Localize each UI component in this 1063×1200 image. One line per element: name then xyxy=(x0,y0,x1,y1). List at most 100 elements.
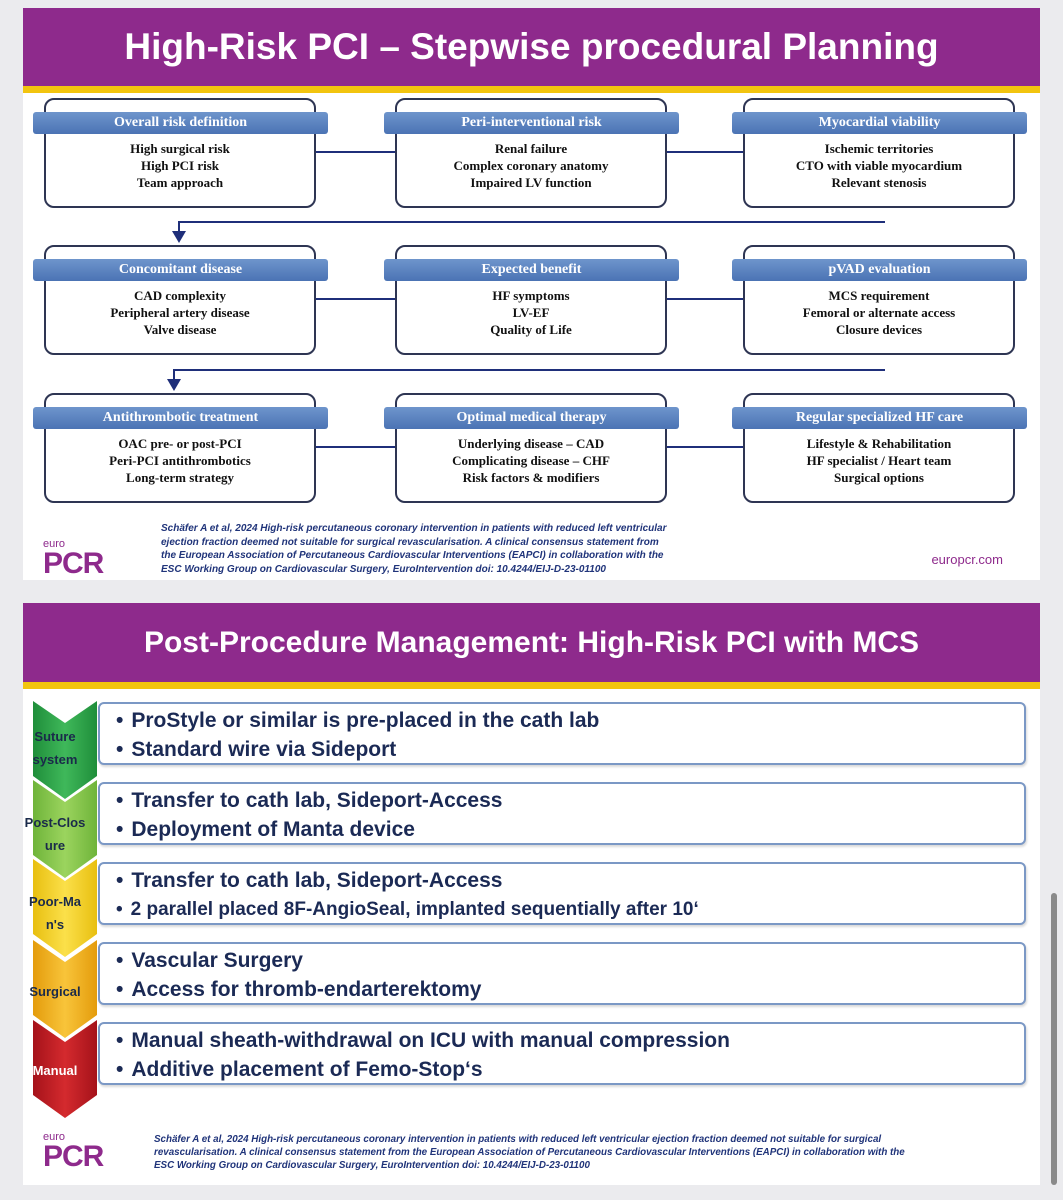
box-line: Closure devices xyxy=(835,322,923,337)
row-label: Poor-Ma n's xyxy=(23,890,87,936)
citation-line: revascularisation. A clinical consensus … xyxy=(154,1147,905,1158)
row-label: Surgical xyxy=(23,980,87,1003)
arrow-down-icon xyxy=(167,379,181,391)
website-link[interactable]: europcr.com xyxy=(931,552,1003,567)
connector-line xyxy=(173,369,885,371)
row-label-line: Poor-Ma xyxy=(29,894,81,909)
bullet-item: ProStyle or similar is pre-placed in the… xyxy=(116,706,1024,735)
bullet-item: Vascular Surgery xyxy=(116,946,1024,975)
row-box: Transfer to cath lab, Sideport-Access 2 … xyxy=(98,862,1026,925)
scrollbar-thumb[interactable] xyxy=(1051,893,1057,1185)
box-lines: Lifestyle & Rehabilitation HF specialist… xyxy=(743,435,1015,486)
chevron-post-closure xyxy=(33,780,97,878)
box-lines: CAD complexity Peripheral artery disease… xyxy=(44,287,316,338)
row-label: Manual xyxy=(23,1059,87,1082)
row-label-line: ure xyxy=(44,838,66,853)
row-label-line: Suture xyxy=(34,729,76,744)
box-header: Antithrombotic treatment xyxy=(33,407,328,429)
box-line: Renal failure xyxy=(494,141,568,156)
row-label: Post-Clos ure xyxy=(23,811,87,857)
box-line: High PCI risk xyxy=(140,158,219,173)
box-line: CTO with viable myocardium xyxy=(795,158,963,173)
box-line: MCS requirement xyxy=(828,288,930,303)
planning-slide: High-Risk PCI – Stepwise procedural Plan… xyxy=(23,8,1040,580)
connector-line xyxy=(314,446,397,448)
bullet-item: Additive placement of Femo-Stop‘s xyxy=(116,1055,1024,1084)
box-line: Valve disease xyxy=(143,322,217,337)
box-header: Expected benefit xyxy=(384,259,679,281)
citation-line: Schäfer A et al, 2024 High-risk percutan… xyxy=(161,523,667,534)
planning-box: Overall risk definition High surgical ri… xyxy=(33,98,328,208)
connector-line xyxy=(665,151,745,153)
row-label-line: Surgical xyxy=(29,984,81,999)
box-header: Optimal medical therapy xyxy=(384,407,679,429)
box-line: Complicating disease – CHF xyxy=(452,453,610,468)
connector-line xyxy=(178,221,885,223)
row-box: Manual sheath-withdrawal on ICU with man… xyxy=(98,1022,1026,1085)
box-line: CAD complexity xyxy=(133,288,227,303)
box-line: Team approach xyxy=(136,175,224,190)
row-label-line: Post-Clos xyxy=(24,815,86,830)
chevron-manual xyxy=(33,1020,97,1118)
box-line: HF symptoms xyxy=(492,288,570,303)
post-procedure-title: Post-Procedure Management: High-Risk PCI… xyxy=(23,603,1040,689)
box-header: Myocardial viability xyxy=(732,112,1027,134)
connector-line xyxy=(178,221,180,233)
chevron-poor-mans xyxy=(33,859,97,957)
box-line: Impaired LV function xyxy=(470,175,592,190)
arrow-down-icon xyxy=(172,231,186,243)
chevron-surgical xyxy=(33,940,97,1038)
box-line: High surgical risk xyxy=(130,141,230,156)
bullet-item: Manual sheath-withdrawal on ICU with man… xyxy=(116,1026,1024,1055)
planning-box: Antithrombotic treatment OAC pre- or pos… xyxy=(33,393,328,503)
planning-box: pVAD evaluation MCS requirement Femoral … xyxy=(732,245,1027,355)
box-lines: Underlying disease – CAD Complicating di… xyxy=(395,435,667,486)
box-header: Peri-interventional risk xyxy=(384,112,679,134)
box-line: Complex coronary anatomy xyxy=(453,158,609,173)
box-line: Relevant stenosis xyxy=(831,175,927,190)
planning-title: High-Risk PCI – Stepwise procedural Plan… xyxy=(23,8,1040,93)
europcr-logo: euro PCR xyxy=(43,538,104,580)
box-header: Regular specialized HF care xyxy=(732,407,1027,429)
bullet-item: Standard wire via Sideport xyxy=(116,735,1024,764)
post-procedure-slide: Post-Procedure Management: High-Risk PCI… xyxy=(23,603,1040,1185)
box-lines: HF symptoms LV-EF Quality of Life xyxy=(395,287,667,338)
connector-line xyxy=(314,151,397,153)
box-line: Peri-PCI antithrombotics xyxy=(109,453,251,468)
planning-box: Myocardial viability Ischemic territorie… xyxy=(732,98,1027,208)
planning-box: Expected benefit HF symptoms LV-EF Quali… xyxy=(384,245,679,355)
connector-line xyxy=(173,369,175,381)
box-line: Surgical options xyxy=(834,470,924,485)
bullet-item: Transfer to cath lab, Sideport-Access xyxy=(116,866,1024,895)
logo-pcr-text: PCR xyxy=(43,1140,104,1173)
box-line: Quality of Life xyxy=(490,322,572,337)
bullet-item: 2 parallel placed 8F-AngioSeal, implante… xyxy=(116,895,1024,924)
row-label-line: n's xyxy=(45,917,65,932)
citation-line: Schäfer A et al, 2024 High-risk percutan… xyxy=(154,1134,882,1145)
citation-line: ESC Working Group on Cardiovascular Surg… xyxy=(161,563,606,575)
citation-line: ESC Working Group on Cardiovascular Surg… xyxy=(154,1160,590,1171)
box-lines: Ischemic territories CTO with viable myo… xyxy=(743,140,1015,191)
box-line: Risk factors & modifiers xyxy=(462,470,600,485)
citation: Schäfer A et al, 2024 High-risk percutan… xyxy=(154,1133,1034,1172)
row-label-line: Manual xyxy=(32,1063,78,1078)
logo-pcr-text: PCR xyxy=(43,547,104,580)
box-line: OAC pre- or post-PCI xyxy=(118,436,242,451)
box-lines: MCS requirement Femoral or alternate acc… xyxy=(743,287,1015,338)
box-lines: OAC pre- or post-PCI Peri-PCI antithromb… xyxy=(44,435,316,486)
connector-line xyxy=(314,298,397,300)
bullet-item: Deployment of Manta device xyxy=(116,815,1024,844)
row-label-line: system xyxy=(32,752,78,767)
box-lines: High surgical risk High PCI risk Team ap… xyxy=(44,140,316,191)
planning-box: Concomitant disease CAD complexity Perip… xyxy=(33,245,328,355)
bullet-item: Access for thromb-endarterektomy xyxy=(116,975,1024,1004)
connector-line xyxy=(665,298,745,300)
box-line: Ischemic territories xyxy=(824,141,934,156)
row-box: Vascular Surgery Access for thromb-endar… xyxy=(98,942,1026,1005)
row-box: Transfer to cath lab, Sideport-Access De… xyxy=(98,782,1026,845)
box-header: Overall risk definition xyxy=(33,112,328,134)
planning-box: Optimal medical therapy Underlying disea… xyxy=(384,393,679,503)
box-line: Peripheral artery disease xyxy=(110,305,250,320)
box-line: Long-term strategy xyxy=(126,470,234,485)
box-line: Femoral or alternate access xyxy=(802,305,956,320)
